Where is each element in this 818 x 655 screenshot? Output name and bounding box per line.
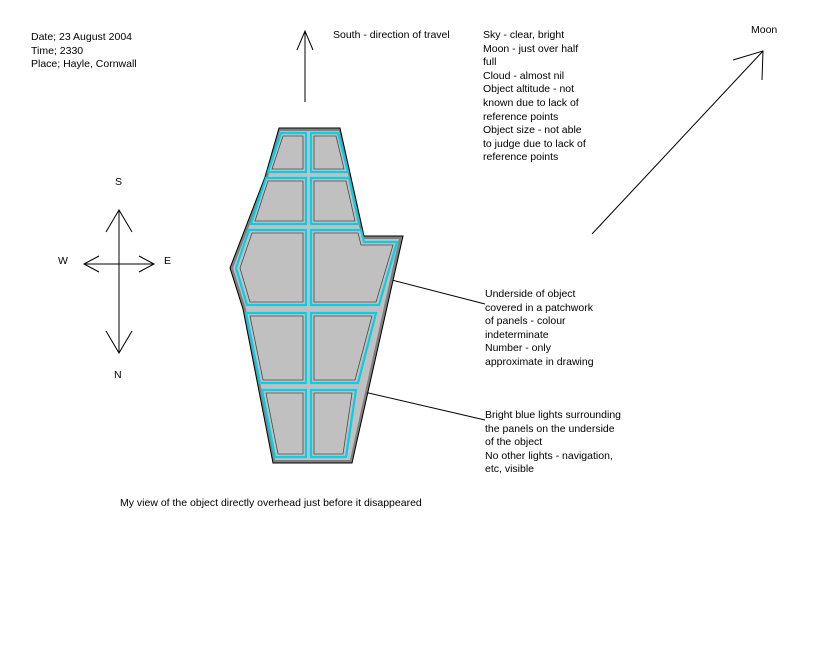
condition-line: Moon - just over half (483, 42, 579, 55)
condition-line: Sky - clear, bright (483, 29, 565, 41)
compass-south-label: S (115, 176, 123, 188)
lights-note-line: etc, visible (485, 463, 535, 476)
lights-annotation: Bright blue lights surrounding the panel… (485, 409, 621, 477)
lights-note-line: No other lights - navigation, (485, 449, 613, 462)
hull-panel (260, 388, 308, 459)
hull-panel (249, 176, 308, 226)
lights-note-line: the panels on the underside (485, 422, 615, 435)
object-underside (229, 127, 404, 464)
hull-panel (266, 131, 308, 174)
panels-annotation: Underside of object covered in a patchwo… (485, 288, 594, 370)
panel-note-line: indeterminate (485, 328, 549, 341)
hull-panel (309, 176, 361, 226)
condition-line: reference points (483, 151, 559, 164)
conditions-notes: Sky - clear, bright Moon - just over hal… (483, 29, 586, 165)
panel-note-line: approximate in drawing (485, 355, 594, 368)
condition-line: to judge due to lack of (483, 137, 586, 150)
condition-line: Cloud - almost nil (483, 69, 565, 82)
panel-note-line: Number - only (485, 342, 551, 355)
condition-line: reference points (483, 110, 559, 123)
time-text: Time; 2330 (31, 44, 84, 57)
panel-note-line: of panels - colour (485, 315, 566, 328)
hull-panel (244, 311, 308, 385)
compass-icon (82, 209, 156, 354)
compass-east-label: E (164, 255, 172, 267)
condition-line: full (483, 56, 497, 69)
condition-line: known due to lack of (483, 96, 579, 109)
compass-north-label: N (114, 369, 122, 381)
panel-note-line: Underside of object (485, 288, 576, 300)
hull-panel (309, 311, 378, 385)
date-text: Date; 23 August 2004 (31, 31, 132, 43)
direction-of-travel-label: South - direction of travel (333, 29, 450, 41)
moon-label: Moon (751, 24, 778, 36)
hull-panel (234, 228, 308, 307)
place-text: Place; Hayle, Cornwall (31, 58, 137, 71)
moon-direction-arrow (591, 50, 764, 235)
condition-line: Object altitude - not (483, 83, 575, 96)
lights-note-line: of the object (485, 436, 543, 449)
panel-note-line: covered in a patchwork (485, 301, 593, 314)
hull-panel (309, 131, 350, 174)
lights-note-line: Bright blue lights surrounding (485, 409, 621, 421)
compass-west-label: W (58, 255, 68, 267)
header-info: Date; 23 August 2004 Time; 2330 Place; H… (31, 31, 137, 72)
south-direction-arrow (296, 29, 314, 102)
lights-leader-line (359, 390, 486, 421)
condition-line: Object size - not able (483, 124, 582, 137)
hull-panel (309, 228, 399, 307)
diagram-caption: My view of the object directly overhead … (120, 497, 422, 509)
